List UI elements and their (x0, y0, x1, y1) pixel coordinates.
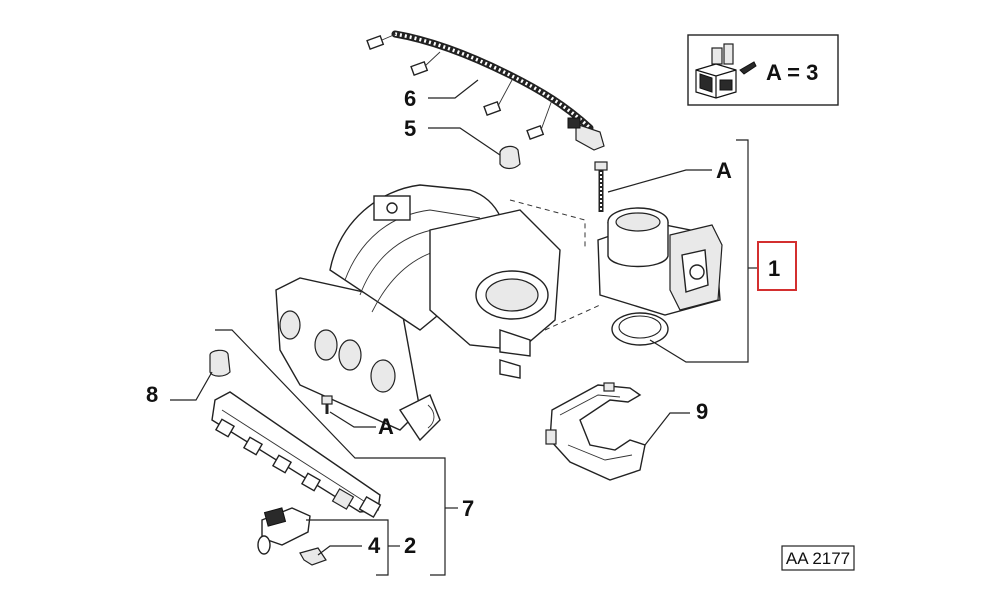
callout-6: 6 (404, 86, 416, 111)
reference-code-box: AA 2177 (781, 545, 855, 571)
callout-9: 9 (696, 399, 708, 424)
callout-8: 8 (146, 382, 158, 407)
part-9-bracket (545, 382, 646, 481)
highlighted-callout-1[interactable]: 1 (757, 241, 797, 291)
mounting-bolt (321, 395, 333, 414)
legend-text: A = 3 (766, 60, 818, 85)
part-4-clip (299, 547, 327, 566)
callout-4: 4 (368, 533, 381, 558)
alignment-line (544, 304, 601, 331)
intake-manifold (275, 184, 561, 442)
leader-lines (170, 79, 758, 576)
reference-code: AA 2177 (786, 549, 850, 568)
part-5-cap (499, 145, 521, 170)
part-2-injector (257, 507, 311, 555)
callout-2: 2 (404, 533, 416, 558)
callout-7: 7 (462, 496, 474, 521)
callout-1: 1 (768, 256, 780, 281)
torque-wrench-icon (695, 43, 757, 99)
part-8-fuel-rail (209, 349, 382, 519)
callout-a-top: A (716, 158, 732, 183)
part-6-wiring-harness (366, 30, 605, 151)
callout-5: 5 (404, 116, 416, 141)
part-1-throttle-body (594, 161, 723, 346)
legend-box: A = 3 (687, 34, 839, 106)
callout-a-mid: A (378, 414, 394, 439)
